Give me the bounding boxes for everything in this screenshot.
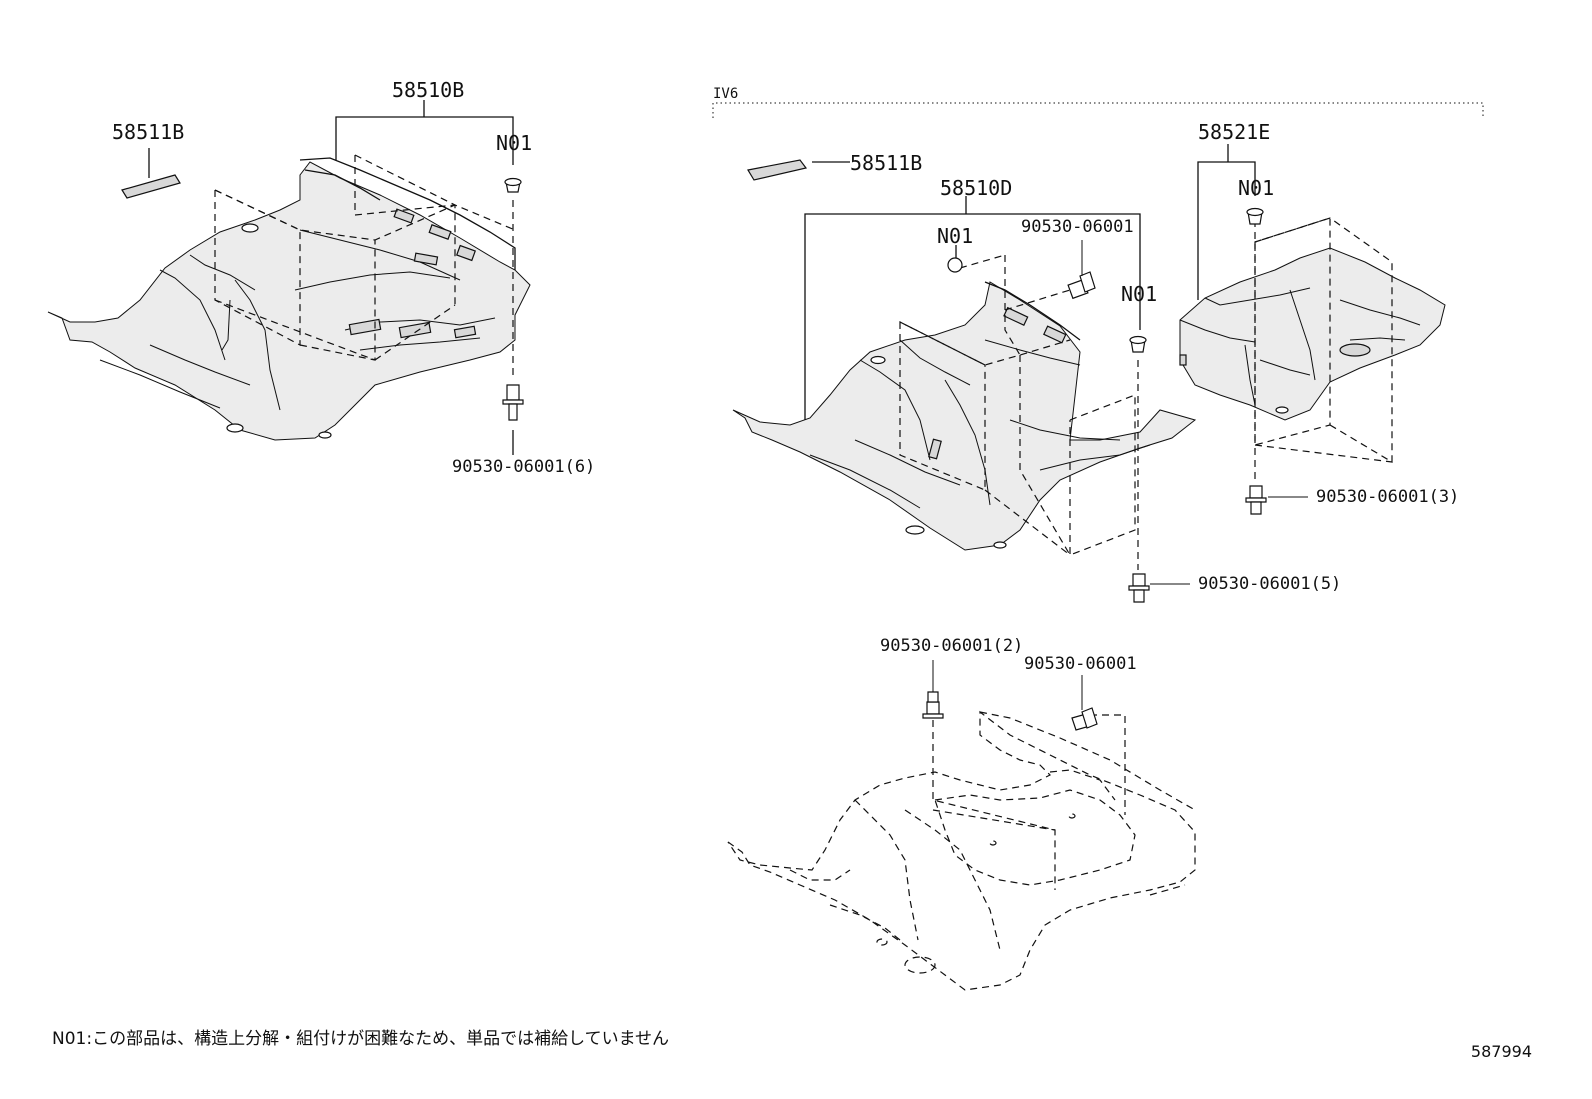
bolt-right-3 xyxy=(1245,485,1308,515)
bolt-bottom-2 xyxy=(922,660,944,719)
scuff-plate-58511B-right xyxy=(747,159,808,181)
label-n01-right-a: N01 xyxy=(1121,282,1158,306)
label-58510B: 58510B xyxy=(392,78,465,102)
clip-n01-mid xyxy=(947,257,963,273)
floor-carpet-58521E xyxy=(1179,144,1446,480)
label-58521E: 58521E xyxy=(1198,120,1271,144)
label-bolt-mid: 90530-06001 xyxy=(1021,217,1134,237)
label-bolt-right-3: 90530-06001(3) xyxy=(1316,487,1460,507)
label-n01-left: N01 xyxy=(496,131,533,155)
label-variant-iv6: IV6 xyxy=(713,86,739,102)
bolt-right-5 xyxy=(1128,573,1190,603)
floor-carpet-58510B xyxy=(47,100,531,455)
label-58511B-left: 58511B xyxy=(112,120,185,144)
label-n01-right-b: N01 xyxy=(1238,176,1275,200)
bolt-left xyxy=(502,384,524,421)
label-58510D: 58510D xyxy=(940,176,1013,200)
bolt-mid xyxy=(1067,240,1096,300)
label-58511B-right: 58511B xyxy=(850,151,923,175)
footnote: N01:この部品は、構造上分解・組付けが困難なため、単品では補給していません xyxy=(52,1029,670,1049)
floor-carpet-58510D xyxy=(732,161,1197,570)
label-bolt-left: 90530-06001(6) xyxy=(452,457,596,477)
label-bolt-right-5: 90530-06001(5) xyxy=(1198,574,1342,594)
label-bolt-bottom-2: 90530-06001(2) xyxy=(880,636,1024,656)
clip-n01-right-a xyxy=(1129,335,1147,353)
variant-bracket-iv6 xyxy=(712,102,1484,118)
figure-number: 587994 xyxy=(1470,1042,1532,1061)
clip-n01-left xyxy=(504,177,522,193)
scuff-plate-58511B-left xyxy=(121,174,181,199)
label-n01-mid: N01 xyxy=(937,224,974,248)
floor-outline-bottom xyxy=(727,710,1196,991)
bolt-bottom xyxy=(1071,675,1098,731)
label-bolt-bottom: 90530-06001 xyxy=(1024,654,1137,674)
clip-n01-right-b xyxy=(1246,207,1264,225)
